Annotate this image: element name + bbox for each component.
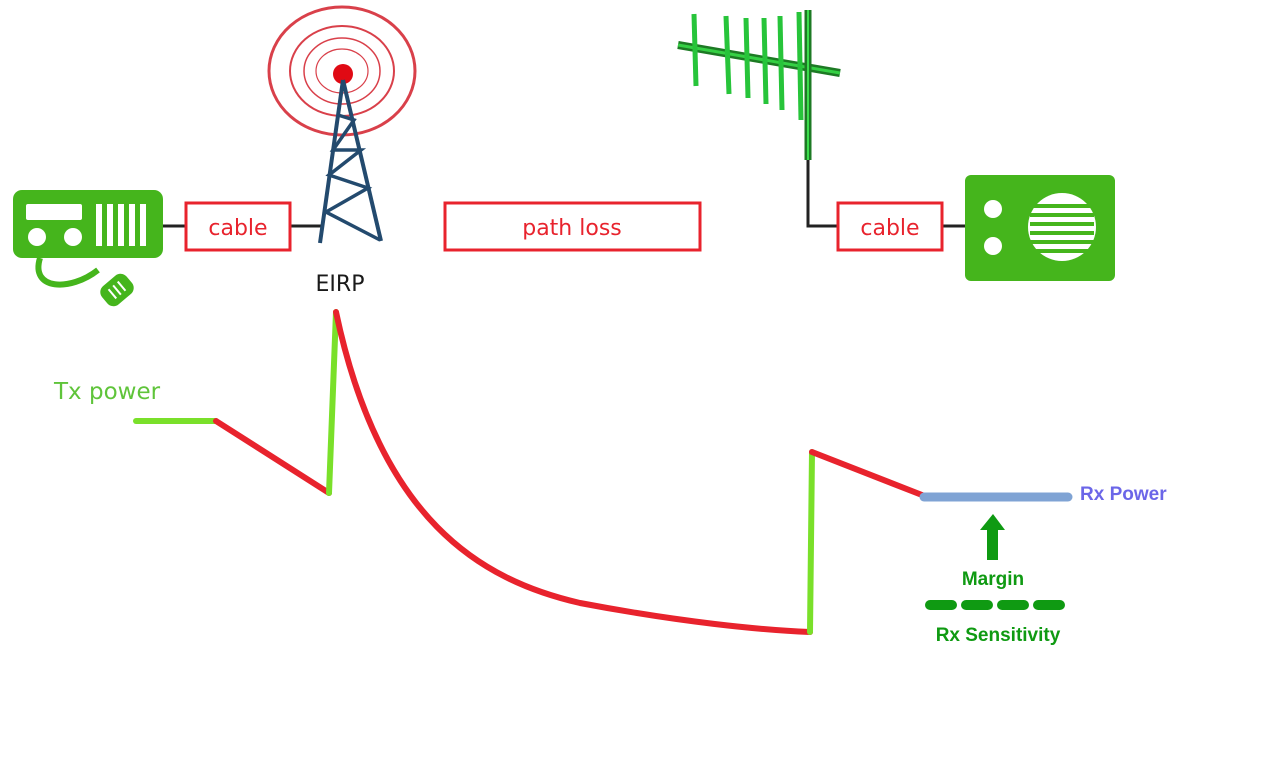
rx-sensitivity-label: Rx Sensitivity (936, 625, 1061, 646)
cable-label-tx: cable (208, 216, 267, 241)
cable-label-rx: cable (860, 216, 919, 241)
receiver-radio-icon (965, 175, 1115, 281)
yagi-antenna-icon (677, 10, 841, 160)
rx-cable-loss-segment (809, 449, 925, 498)
path-loss-box (443, 201, 702, 252)
cable-box-rx (836, 201, 944, 252)
margin-label: Margin (962, 569, 1024, 590)
rx-antenna-connector-line (806, 160, 838, 228)
transmitter-radio-icon (13, 190, 163, 307)
rx-antenna-gain-segment (807, 449, 815, 635)
margin-arrow-icon (980, 514, 1005, 560)
broadcast-tower-icon (267, 5, 417, 244)
tx-antenna-gain-segment (326, 309, 339, 496)
rx-power-label: Rx Power (1080, 484, 1167, 505)
path-loss-curve (333, 309, 813, 635)
eirp-label: EIRP (316, 272, 365, 297)
tx-cable-loss-segment (213, 418, 332, 496)
path-loss-label: path loss (522, 216, 622, 241)
cable-box-tx (184, 201, 292, 252)
tx-power-label: Tx power (53, 379, 161, 405)
